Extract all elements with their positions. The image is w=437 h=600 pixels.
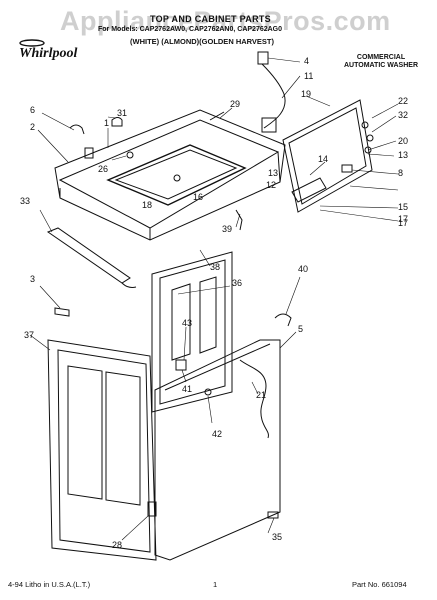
callout-17: 17 [398, 218, 408, 228]
callout-13: 13 [398, 150, 408, 160]
callout-40: 40 [298, 264, 308, 274]
callout-28: 28 [112, 540, 122, 550]
leader-lines [29, 57, 399, 541]
callout-17: 17 [398, 214, 408, 224]
callout-13: 13 [268, 168, 278, 178]
callout-32: 32 [398, 110, 408, 120]
callout-29: 29 [230, 99, 240, 109]
callout-21: 21 [256, 390, 266, 400]
callout-12: 12 [266, 180, 276, 190]
callout-19: 19 [301, 89, 311, 99]
callout-8: 8 [398, 168, 403, 178]
callout-1: 1 [104, 118, 109, 128]
wire-harness [257, 51, 286, 133]
cabinet-front [151, 251, 233, 413]
callout-41: 41 [182, 384, 192, 394]
top-hardware [69, 111, 225, 182]
brand-logo: Whirlpool [18, 38, 82, 65]
callout-35: 35 [272, 532, 282, 542]
callout-33: 33 [20, 196, 30, 206]
callout-16: 16 [193, 192, 203, 202]
callout-20: 20 [398, 136, 408, 146]
callout-36: 36 [232, 278, 242, 288]
callout-37: 37 [24, 330, 34, 340]
color-list: (WHITE) (ALMOND)(GOLDEN HARVEST) [130, 37, 275, 46]
cabinet-side-right [154, 339, 281, 561]
callout-38: 38 [210, 262, 220, 272]
callout-31: 31 [117, 108, 127, 118]
callout-15: 15 [398, 202, 408, 212]
diagram-title: TOP AND CABINET PARTS [150, 14, 271, 24]
control-panel [282, 99, 374, 213]
svg-text:Whirlpool: Whirlpool [19, 46, 77, 60]
product-type: COMMERCIAL AUTOMATIC WASHER [343, 54, 419, 69]
print-note: 4-94 Litho in U.S.A.(L.T.) [8, 580, 91, 589]
callout-2: 2 [30, 122, 35, 132]
cabinet-side-left [47, 339, 157, 561]
callout-3: 3 [30, 274, 35, 284]
model-list: For Models: CAP2762AW0, CAP2762AN0, CAP2… [98, 26, 283, 33]
callout-18: 18 [142, 200, 152, 210]
callout-39: 39 [222, 224, 232, 234]
lid-hinge-rod [46, 209, 243, 288]
part-number: Part No. 661094 [352, 580, 407, 589]
callout-6: 6 [30, 105, 35, 115]
callout-43: 43 [182, 318, 192, 328]
top-panel [54, 109, 286, 241]
page-number: 1 [213, 580, 218, 589]
callout-26: 26 [98, 164, 108, 174]
callout-22: 22 [398, 96, 408, 106]
clips [54, 307, 292, 519]
callout-14: 14 [318, 154, 328, 164]
callout-5: 5 [298, 324, 303, 334]
watermark: AppliancePartsPros.com [60, 6, 391, 36]
callout-4: 4 [304, 56, 309, 66]
callout-11: 11 [304, 71, 313, 81]
callout-42: 42 [212, 429, 222, 439]
